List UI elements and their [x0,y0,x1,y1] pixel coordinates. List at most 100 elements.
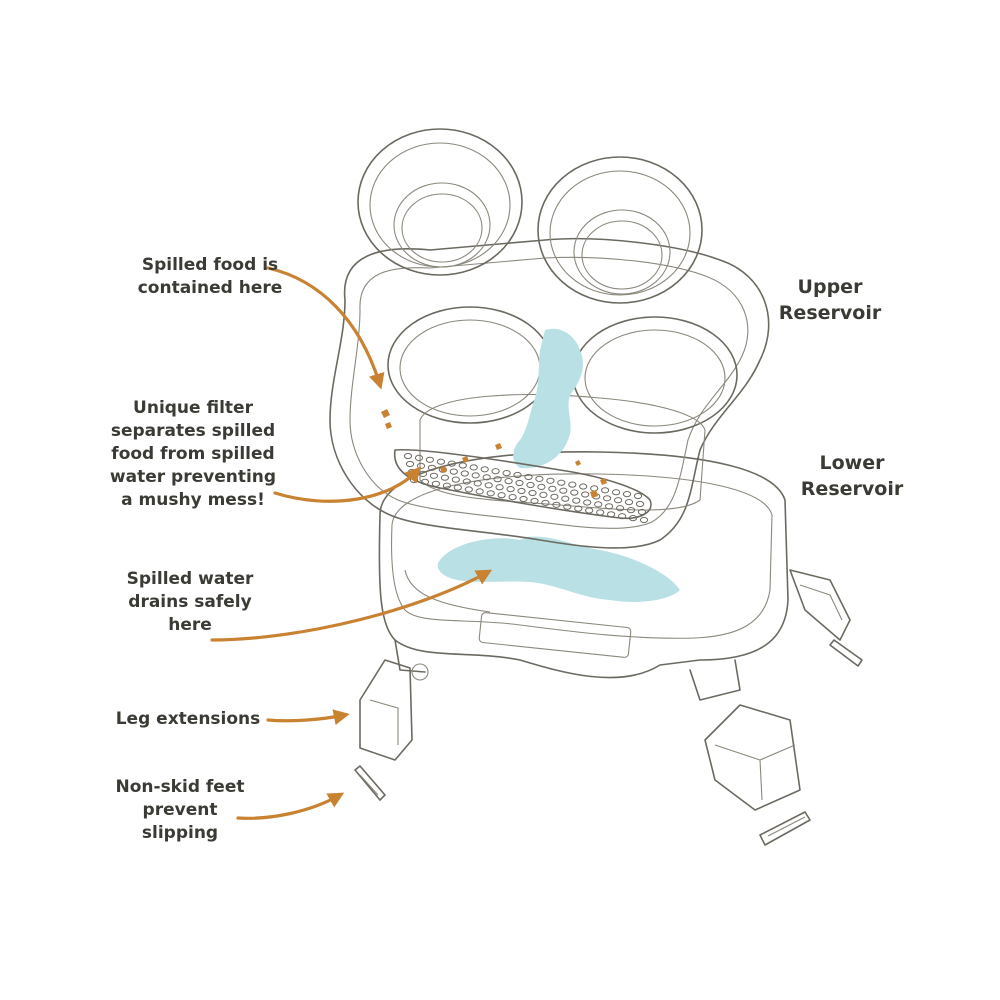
filter-hole [524,473,533,481]
filter-hole [429,472,438,479]
arrow-spilled-food [266,266,385,390]
filter-hole [497,492,506,499]
filter-hole [502,470,511,477]
filter-hole [568,481,577,488]
filter-hole [574,505,583,512]
filter-hole [475,488,484,495]
filter-hole [570,489,579,496]
filter-hole [639,516,649,524]
filter-hole [495,484,504,491]
lower-reservoir [378,451,851,701]
filter-hole [548,485,557,492]
filter-hole [491,468,500,475]
filter-hole [425,456,434,463]
filter-hole [572,497,581,504]
filter-hole [581,491,590,498]
label-spilled-water: Spilled water drains safely here [126,569,254,635]
filter-hole [403,452,413,460]
arrow-filter [273,466,422,503]
filter-hole [596,509,605,516]
filter-hole [453,484,462,491]
filter-hole [633,492,643,500]
filter-hole [530,497,539,505]
filter-hole [594,501,603,508]
foot-side [829,639,863,667]
filter-hole [482,474,491,481]
filter-hole [460,470,469,477]
bowl-right [537,156,703,304]
filter-hole [473,480,482,487]
filter-hole [464,486,473,493]
filter-hole [506,486,515,493]
filter-hole [449,468,458,475]
filter-hole [493,476,502,483]
filter-hole [436,458,445,465]
arrow-spilled-water [210,569,493,642]
filter-hole [614,497,623,504]
filter-hole [537,483,546,490]
filter-hole [579,483,588,490]
bowl-left [357,128,523,276]
label-leg-extensions: Leg extensions [115,709,261,729]
label-filter: Unique filter separates spilled food fro… [109,398,277,510]
filter-hole [612,489,621,496]
filter-hole [469,464,478,471]
filter-hole [420,478,430,485]
filter-hole [539,491,548,498]
filter-hole [590,485,599,492]
filter-hole [508,494,517,501]
filter-hole [583,499,592,506]
filter-hole [552,501,561,508]
filter-hole [622,491,632,498]
leg-extension-right [704,704,801,811]
filter-hole [559,487,568,494]
spilled-water-upper [513,328,583,469]
filter-hole [585,507,594,514]
label-upper-reservoir: Upper Reservoir [778,276,882,324]
filter-hole [515,479,524,487]
filter-hole [513,471,522,479]
filter-hole [528,489,537,497]
filter-hole [414,454,424,461]
filter-hole [616,505,625,512]
filter-hole [458,462,467,469]
filter-hole [484,482,493,489]
filter-hole [563,503,572,510]
filter-hole [519,495,528,503]
filter-hole [561,495,570,502]
filter-hole [471,472,480,479]
filter-hole [603,495,612,502]
filter-hole [550,493,559,500]
label-spilled-food: Spilled food is contained here [137,255,283,298]
spilled-water-puddle [437,536,680,602]
filter-hole [601,487,610,494]
filter-hole [517,487,526,495]
filter-hole [442,482,451,489]
foot-right [759,811,811,846]
filter-hole [486,490,495,497]
filter-hole [607,511,616,518]
filter-hole [427,464,436,471]
filter-hole [605,503,614,510]
filter-hole [451,476,460,483]
filter-holes [403,452,649,524]
filter-hole [440,474,449,481]
filter-hole [628,515,638,522]
filter-hole [557,479,566,486]
foot-left [354,765,386,801]
filter-hole [535,475,544,482]
filter-hole [526,481,535,489]
filter-hole [637,508,647,516]
leg-extension-left [359,659,429,761]
filter-hole [447,460,456,467]
arrow-leg-extensions [266,709,350,726]
filter-hole [635,500,645,508]
label-lower-reservoir: Lower Reservoir [800,452,904,500]
filter-hole [431,480,440,487]
filter-hole [626,507,636,514]
filter-hole [416,462,426,469]
label-non-skid-feet: Non-skid feet prevent slipping [115,777,245,843]
arrow-feet [236,792,345,820]
filter-hole [624,499,634,506]
